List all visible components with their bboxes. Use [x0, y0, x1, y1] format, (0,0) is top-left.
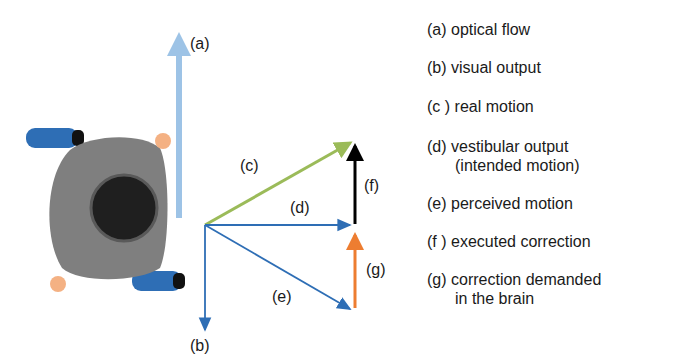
key-text: (c ) real motion	[427, 97, 609, 116]
arrow-label: (f)	[364, 176, 379, 195]
key-text: (g) correction demanded in the brain	[427, 270, 609, 308]
key-text: (e) perceived motion	[427, 194, 609, 213]
vestibular-arrow	[205, 224, 350, 226]
shoe	[26, 128, 78, 148]
visual-arrow	[204, 225, 206, 330]
demanded-arrow	[354, 235, 357, 308]
arrow-label: (a)	[190, 34, 210, 53]
key-text: (d) vestibular output (intended motion)	[427, 137, 609, 175]
optical-flow-arrow	[176, 44, 182, 218]
head	[91, 175, 157, 241]
hand	[155, 133, 171, 149]
correction-arrow	[354, 146, 357, 224]
arrow-label: (c)	[240, 156, 259, 175]
key-text: (b) visual output	[427, 58, 609, 77]
arrow-label: (b)	[190, 336, 210, 355]
real-motion-arrow	[205, 143, 350, 225]
shoe-tip	[173, 273, 185, 289]
perceived-arrow	[205, 225, 350, 309]
key-text: (a) optical flow	[427, 20, 609, 39]
arrow-label: (g)	[366, 260, 386, 279]
arrow-label: (e)	[272, 287, 292, 306]
hand	[50, 276, 66, 292]
key-text: (f ) executed correction	[427, 232, 609, 251]
arrow-label: (d)	[290, 198, 310, 217]
person-figure	[26, 128, 185, 292]
torso	[49, 137, 167, 279]
